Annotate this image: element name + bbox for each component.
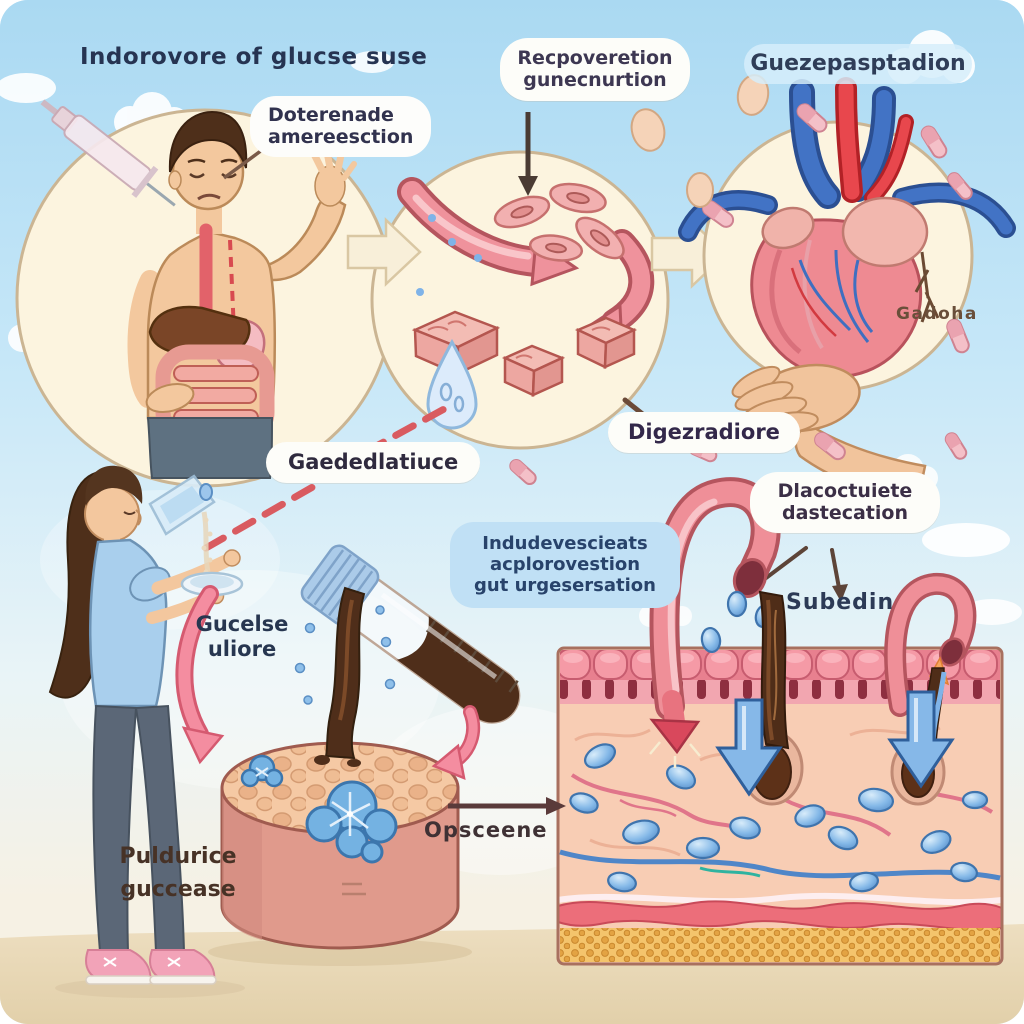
label-degradation-pill: Gaededlatiuce [266, 442, 481, 483]
blood-cells [493, 182, 625, 262]
nerve-branch [914, 251, 940, 323]
liver [148, 305, 251, 356]
pink-curved-arrow-tube [431, 705, 481, 781]
syringe-icon [40, 99, 176, 207]
label-glucose-drink-tag: Gucelse uliore [195, 612, 289, 661]
drinking-glass [148, 474, 216, 536]
osmosis-arrow-icon [448, 797, 566, 815]
man-digestive-scene [15, 99, 395, 488]
cycle-arrow-left [397, 177, 580, 287]
meat-cubes [411, 310, 638, 397]
egg-shapes [630, 74, 770, 208]
absorption-arrows-blue [715, 690, 955, 797]
water-droplet-icon [426, 338, 478, 430]
woman-figure [48, 465, 245, 998]
heart-icon [750, 196, 929, 378]
label-regeneration-pill: Recpoveretion gunecnurtion [500, 38, 690, 101]
brown-stream-1 [758, 590, 790, 750]
digestion-cycle-scene [370, 150, 670, 450]
label-heart-tag: Gadoha [896, 304, 978, 324]
pink-sneakers [85, 949, 217, 985]
fat-layer [560, 928, 1000, 962]
test-tube-icon [294, 544, 521, 767]
hand-on-belly [145, 382, 195, 414]
pink-curved-arrow-dish [175, 585, 225, 765]
glucose-cylinder [208, 741, 472, 966]
label-subedin-tag: Subedin [786, 590, 895, 615]
glucose-crystals [240, 754, 398, 864]
glucose-vesicles [569, 743, 989, 893]
pants [146, 417, 274, 479]
label-disaccharide-pill: Dlacoctuiete dastecation [750, 472, 940, 533]
label-differentiation-bubble: Doterenade amereesction [250, 96, 432, 157]
man-figure [127, 110, 357, 479]
label-powder-glucose-tag: Puldurice guccease [119, 844, 237, 902]
label-digestion-pill: Digezradiore [608, 412, 800, 453]
title-top-left: Indorovore of glucse suse [80, 44, 428, 70]
label-absorption-note-pill: Indudevescieats acplorovestion gut urges… [450, 522, 680, 608]
label-osmosis-tag: Opsceene [424, 818, 548, 842]
title-top-right: Guezepasptadion [744, 44, 972, 84]
